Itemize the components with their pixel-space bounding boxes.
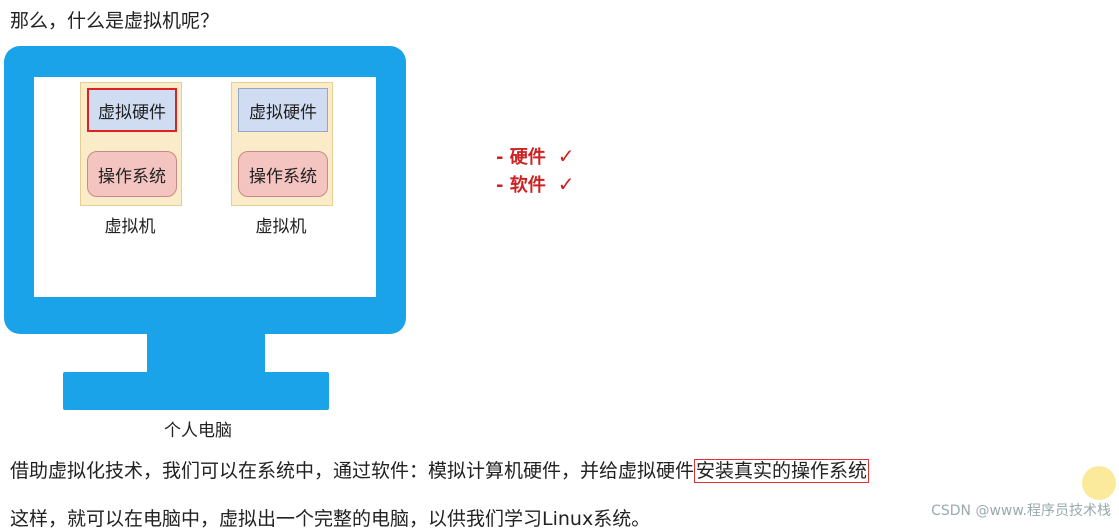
checkmark-icon: ✓: [557, 144, 575, 168]
vm1-os-box: 操作系统: [87, 151, 177, 197]
vm2-os-box: 操作系统: [238, 151, 328, 197]
highlighted-phrase: 安装真实的操作系统: [694, 459, 870, 483]
vm1-hardware-box: 虚拟硬件: [87, 88, 177, 132]
check-item-hardware: - 硬件 ✓: [496, 142, 575, 170]
check-item-text: - 硬件: [496, 147, 546, 168]
virtual-machine-1: 虚拟硬件 操作系统: [80, 82, 182, 206]
check-item-text: - 软件: [496, 175, 546, 196]
vm2-label: 虚拟机: [255, 217, 307, 237]
body-line-1-text: 借助虚拟化技术，我们可以在系统中，通过软件：模拟计算机硬件，并给虚拟硬件: [10, 460, 695, 482]
watermark: CSDN @www.程序员技术栈: [931, 503, 1111, 519]
body-line-1: 借助虚拟化技术，我们可以在系统中，通过软件：模拟计算机硬件，并给虚拟硬件安装真实…: [10, 456, 870, 483]
monitor-base: [63, 372, 329, 410]
checklist: - 硬件 ✓ - 软件 ✓: [496, 142, 575, 198]
vm2-hardware-box: 虚拟硬件: [238, 88, 328, 132]
vm1-label: 虚拟机: [104, 217, 156, 237]
monitor-screen: [4, 46, 406, 334]
checkmark-icon: ✓: [557, 172, 575, 196]
cursor-highlight-icon: [1082, 466, 1116, 500]
page-title: 那么，什么是虚拟机呢？: [10, 10, 220, 32]
body-line-2: 这样，就可以在电脑中，虚拟出一个完整的电脑，以供我们学习Linux系统。: [10, 508, 651, 530]
check-item-software: - 软件 ✓: [496, 170, 575, 198]
monitor-label: 个人电脑: [164, 421, 232, 441]
virtual-machine-2: 虚拟硬件 操作系统: [231, 82, 333, 206]
